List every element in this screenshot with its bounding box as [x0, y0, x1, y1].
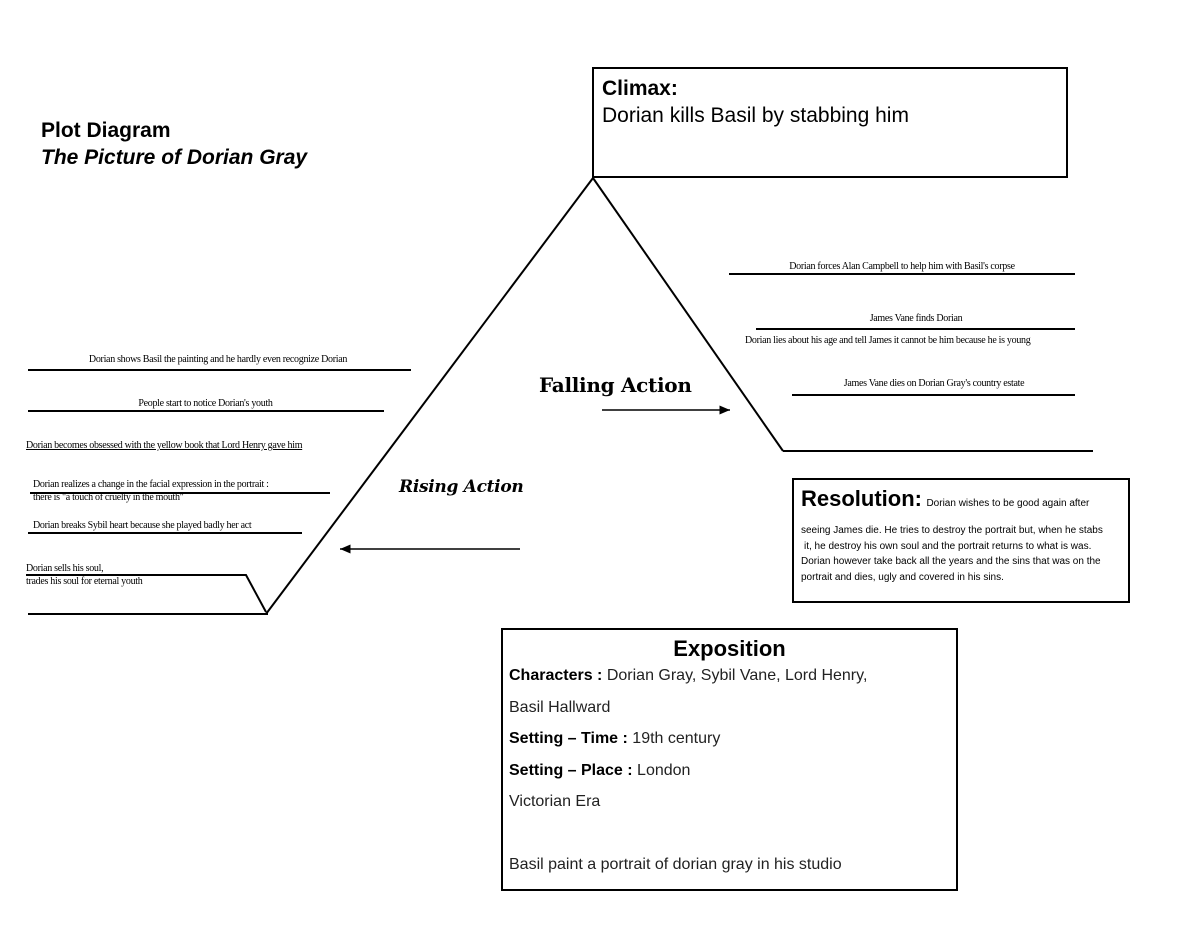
resolution-line: it, he destroy his own soul and the port…: [804, 540, 1092, 552]
exposition-title: Exposition: [673, 636, 786, 661]
climax-heading: Climax:: [602, 77, 678, 100]
exposition-summary: Basil paint a portrait of dorian gray in…: [509, 855, 842, 873]
era-line: Victorian Era: [509, 793, 601, 810]
rising-event-text: People start to notice Dorian's youth: [138, 398, 273, 409]
resolution-line: Dorian however take back all the years a…: [801, 556, 1101, 567]
falling-action-label: Falling Action: [539, 373, 692, 397]
falling-event-text: James Vane dies on Dorian Gray's country…: [843, 378, 1025, 389]
exposition-box: Exposition Characters : Dorian Gray, Syb…: [501, 628, 958, 891]
falling-action-line: [592, 177, 784, 452]
setting-time-value: 19th century: [632, 730, 721, 747]
setting-time-label: Setting – Time :: [509, 730, 628, 747]
diagram-title: Plot Diagram: [41, 119, 171, 142]
characters-value-cont: Basil Hallward: [509, 698, 611, 716]
characters-label: Characters :: [509, 667, 603, 684]
setting-place-label: Setting – Place :: [509, 761, 633, 779]
setting-place-line: Setting – Place : London: [509, 755, 867, 787]
rising-event-text: Dorian sells his soul,: [26, 563, 104, 574]
resolution-box: Resolution: Dorian wishes to be good aga…: [792, 478, 1130, 603]
falling-event-line: [729, 273, 1075, 275]
falling-event-text: Dorian forces Alan Campbell to help him …: [789, 261, 1015, 272]
rising-event-text: Dorian breaks Sybil heart because she pl…: [33, 520, 252, 531]
resolution-line: portrait and dies, ugly and covered in h…: [801, 571, 1004, 583]
falling-event-line: [792, 394, 1075, 396]
resolution-body: seeing James die. He tries to destroy th…: [801, 523, 1123, 585]
rising-event-line: [30, 492, 330, 494]
falling-event-text: Dorian lies about his age and tell James…: [745, 335, 1031, 346]
rising-event-text: trades his soul for eternal youth: [26, 576, 143, 587]
setting-time-line: Setting – Time : 19th century: [509, 723, 867, 755]
rising-event-line: [28, 369, 411, 371]
rising-event-text: Dorian becomes obsessed with the yellow …: [26, 440, 303, 451]
rising-event-line: [28, 410, 384, 412]
exposition-content: Characters : Dorian Gray, Sybil Vane, Lo…: [509, 660, 867, 880]
climax-text: Dorian kills Basil by stabbing him: [602, 104, 909, 127]
resolution-inline-text: Dorian wishes to be good again after: [926, 498, 1090, 509]
diagram-subtitle: The Picture of Dorian Gray: [41, 146, 308, 169]
inciting-incident-connector: [26, 574, 267, 613]
rising-event-text: Dorian realizes a change in the facial e…: [33, 479, 269, 490]
rising-event-line: [28, 532, 302, 534]
exposition-spacer: [509, 818, 867, 849]
resolution-line: seeing James die. He tries to destroy th…: [801, 525, 1103, 536]
characters-value: Dorian Gray, Sybil Vane, Lord Henry,: [606, 667, 868, 684]
rising-event-text: there is "a touch of cruelty in the mout…: [33, 492, 184, 503]
resolution-heading: Resolution:: [801, 486, 922, 511]
resolution-header: Resolution: Dorian wishes to be good aga…: [801, 486, 1089, 512]
characters-line: Characters : Dorian Gray, Sybil Vane, Lo…: [509, 660, 867, 692]
rising-action-line: [265, 177, 594, 615]
rising-action-label: Rising Action: [399, 477, 524, 497]
rising-event-text: Dorian shows Basil the painting and he h…: [88, 354, 348, 365]
falling-event-text: James Vane finds Dorian: [869, 313, 963, 324]
setting-place-value: London: [637, 761, 691, 779]
climax-box: Climax: Dorian kills Basil by stabbing h…: [592, 67, 1068, 178]
falling-event-line: [756, 328, 1075, 330]
